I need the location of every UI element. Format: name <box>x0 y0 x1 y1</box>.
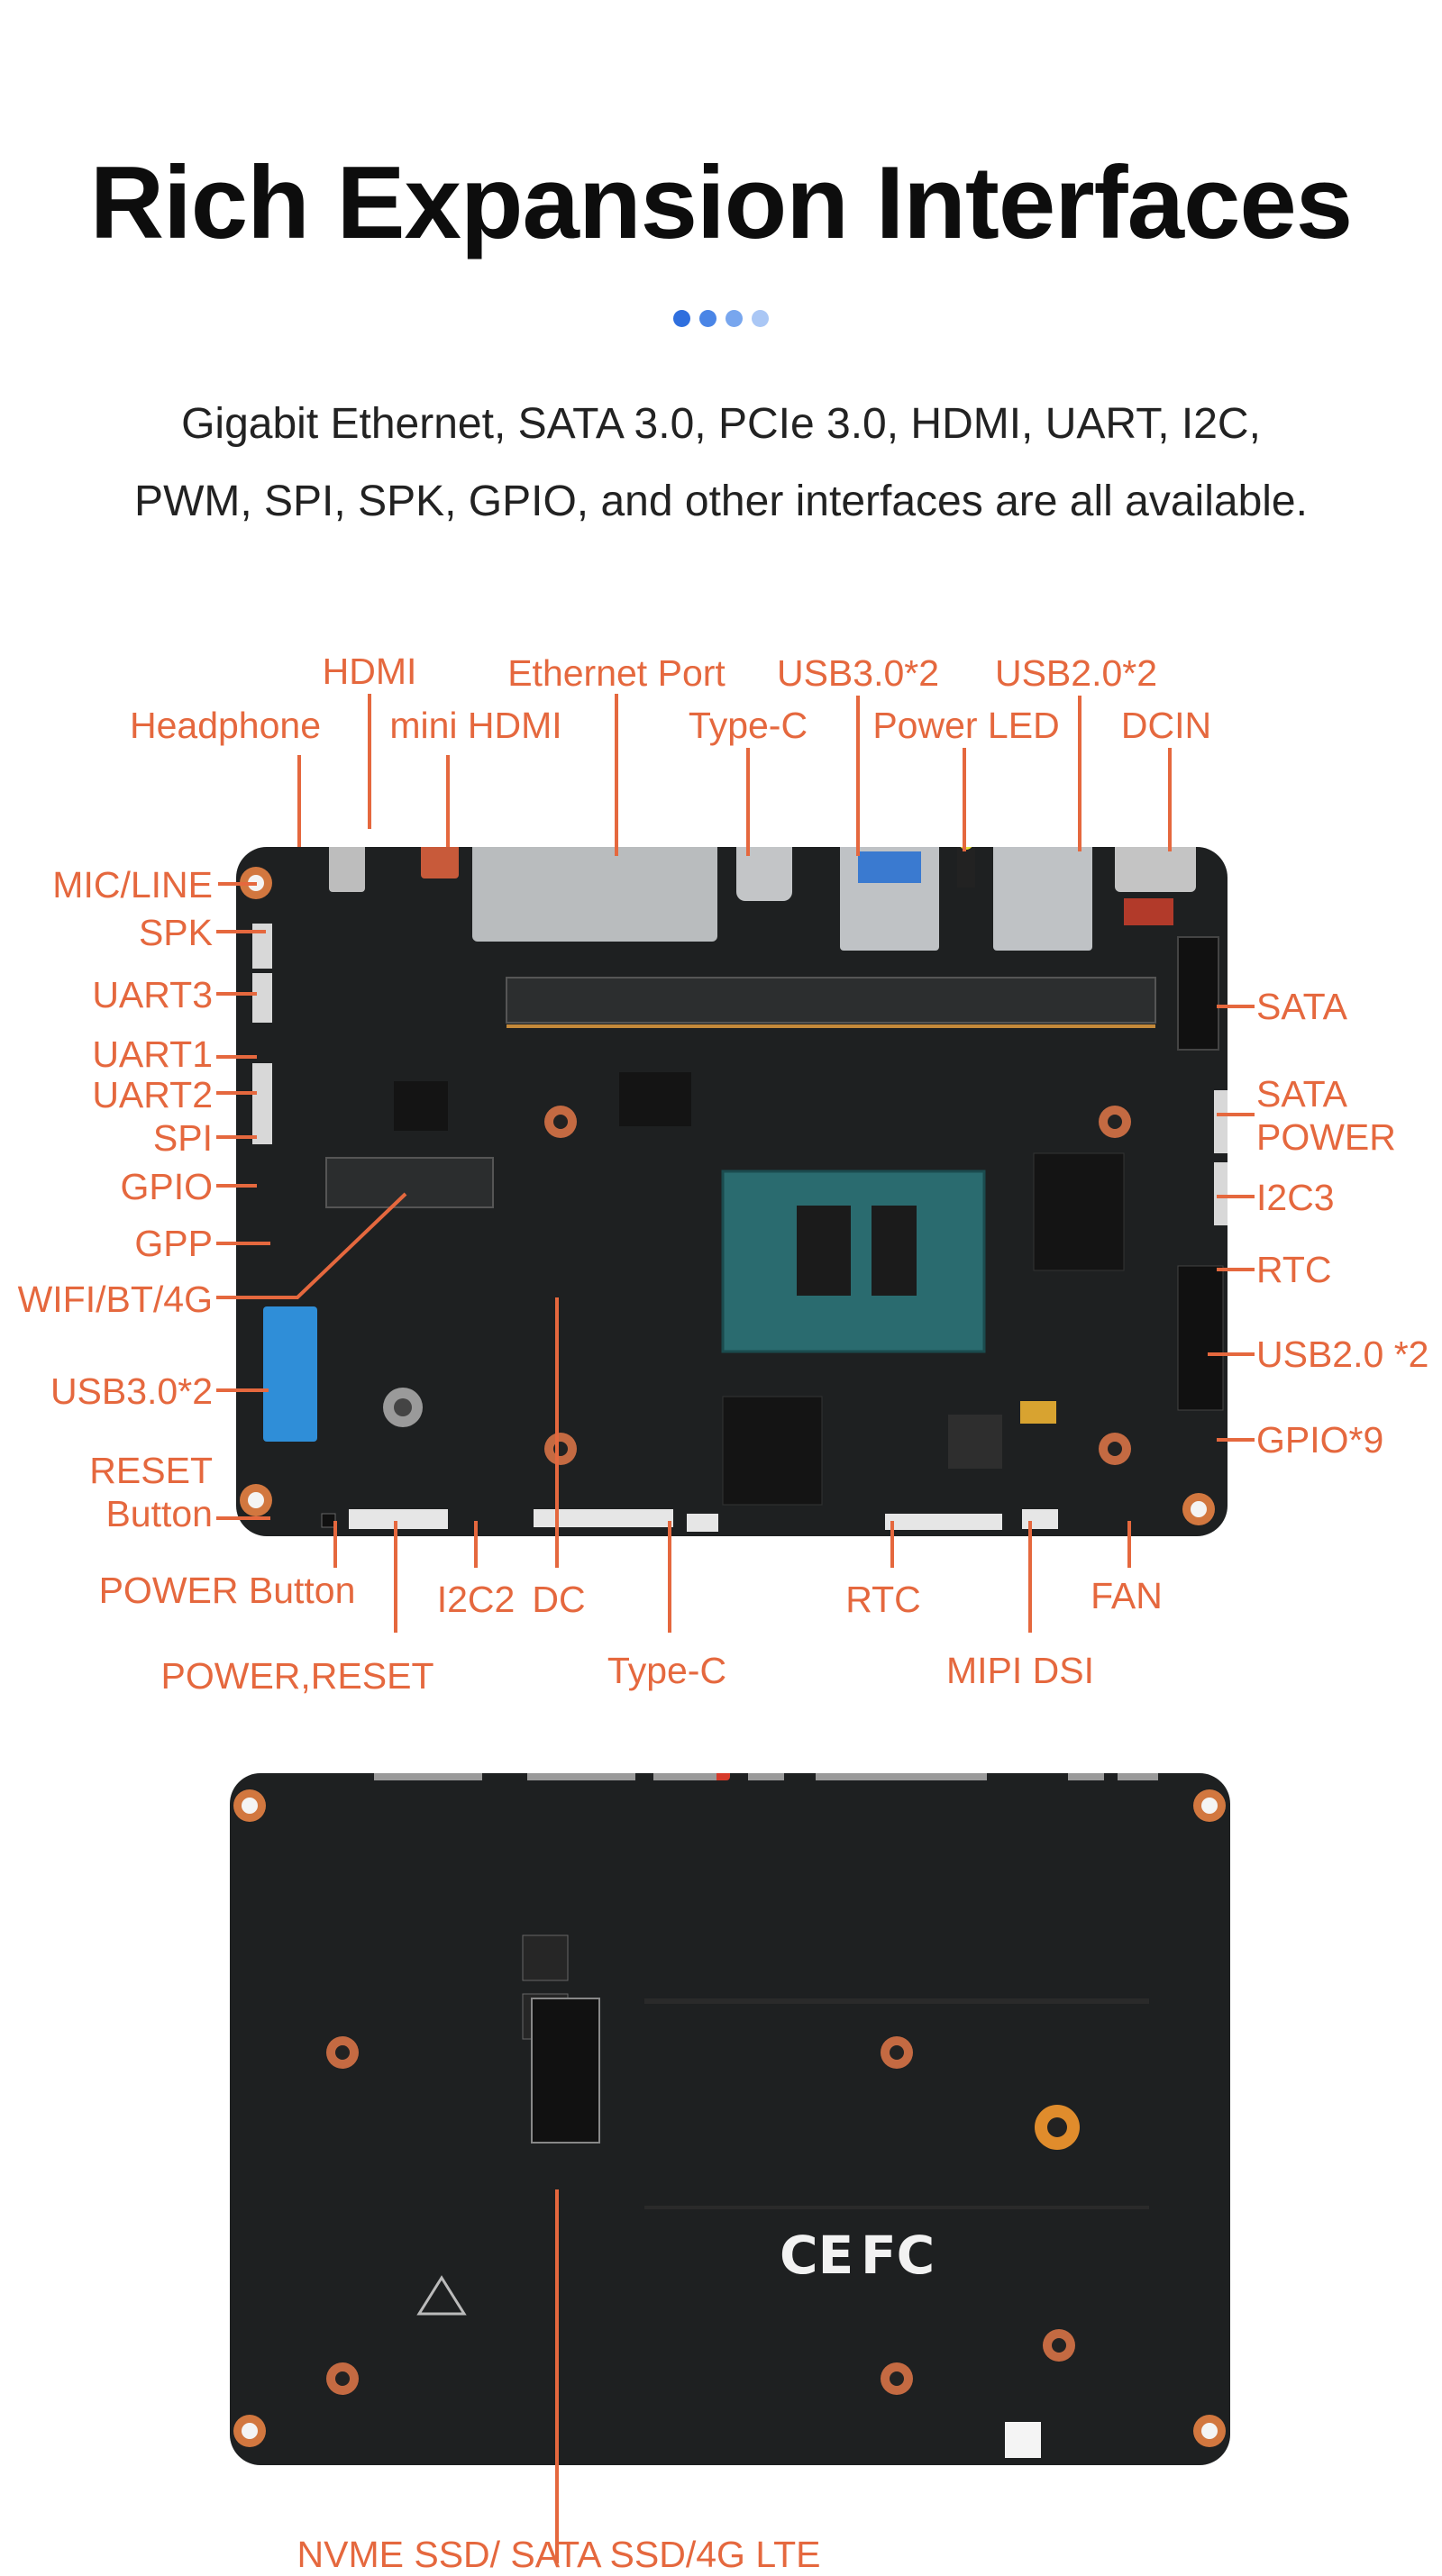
label-dcin: DCIN <box>1120 705 1212 746</box>
label-type-c-top: Type-C <box>688 705 808 746</box>
dot-3 <box>726 310 743 327</box>
label-gpp: GPP <box>134 1223 213 1264</box>
dot-4 <box>752 310 769 327</box>
label-usb30x2-top: USB3.0*2 <box>776 652 940 694</box>
label-rtc-right: RTC <box>1256 1249 1332 1290</box>
dot-2 <box>699 310 716 327</box>
label-sata-power-line2: POWER <box>1256 1116 1396 1158</box>
label-hdmi: HDMI <box>322 651 417 692</box>
label-i2c3: I2C3 <box>1256 1177 1335 1218</box>
label-reset-line2: Button <box>105 1493 213 1534</box>
label-type-c-bottom: Type-C <box>607 1650 727 1691</box>
decorative-dots <box>0 310 1442 327</box>
subtitle: Gigabit Ethernet, SATA 3.0, PCIe 3.0, HD… <box>0 386 1442 541</box>
label-ethernet-port: Ethernet Port <box>507 652 726 694</box>
label-wifi-bt-4g: WIFI/BT/4G <box>17 1279 213 1320</box>
subtitle-line-1: Gigabit Ethernet, SATA 3.0, PCIe 3.0, HD… <box>181 400 1261 448</box>
label-power-reset: POWER,RESET <box>160 1655 434 1697</box>
dot-1 <box>673 310 690 327</box>
label-fan: FAN <box>1091 1575 1163 1616</box>
svg-text:CE: CE <box>780 2225 853 2286</box>
label-dc: DC <box>532 1579 586 1620</box>
board-front-drawing <box>240 820 1230 1532</box>
label-sata-power-line1: SATA <box>1256 1073 1347 1115</box>
label-uart3: UART3 <box>92 974 213 1015</box>
label-usb20x2-top: USB2.0*2 <box>994 652 1158 694</box>
label-power-button: POWER Button <box>98 1570 356 1611</box>
label-gpio: GPIO <box>120 1166 213 1207</box>
label-sata: SATA <box>1256 986 1347 1027</box>
label-usb20x2-right: USB2.0 *2 <box>1256 1334 1429 1375</box>
label-mipi-dsi: MIPI DSI <box>945 1650 1095 1691</box>
subtitle-line-2: PWM, SPI, SPK, GPIO, and other interface… <box>134 478 1308 525</box>
svg-text:FC: FC <box>861 2225 935 2286</box>
label-sata-power: SATA POWER <box>1256 1072 1396 1159</box>
label-nvme-ssd: NVME SSD/ SATA SSD/4G LTE <box>297 2534 821 2575</box>
label-reset-button: RESET Button <box>89 1449 213 1535</box>
page-title: Rich Expansion Interfaces <box>89 146 1353 260</box>
label-mini-hdmi: mini HDMI <box>389 705 562 746</box>
label-spi: SPI <box>152 1117 213 1159</box>
label-gpio9: GPIO*9 <box>1256 1419 1384 1461</box>
label-headphone: Headphone <box>129 705 322 746</box>
board-front-image <box>236 820 1230 1536</box>
label-usb30x2-left: USB3.0*2 <box>50 1370 213 1412</box>
label-power-led: Power LED <box>872 705 1060 746</box>
label-mic-line: MIC/LINE <box>52 864 213 906</box>
label-i2c2: I2C2 <box>436 1579 516 1620</box>
label-rtc-bottom: RTC <box>845 1579 921 1620</box>
label-uart2: UART2 <box>92 1074 213 1115</box>
label-uart1: UART1 <box>92 1033 213 1075</box>
label-spk: SPK <box>138 912 213 953</box>
label-reset-line1: RESET <box>89 1450 213 1491</box>
